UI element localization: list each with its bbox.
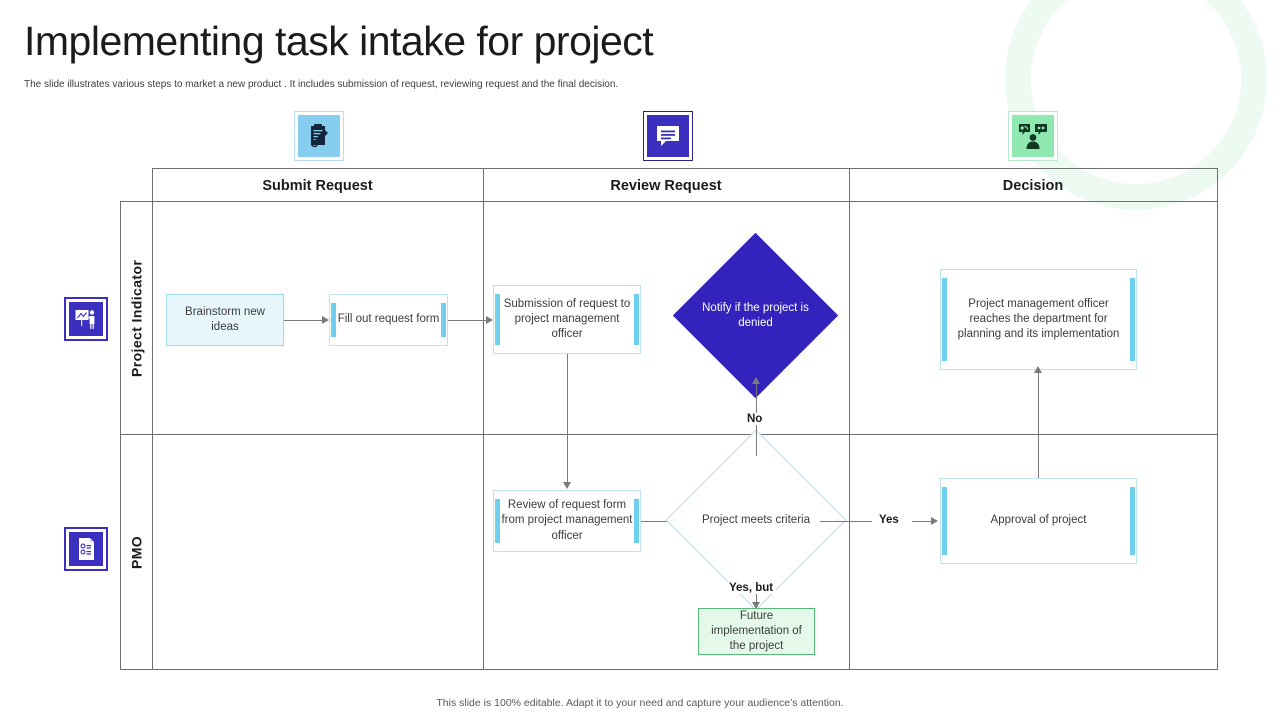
arrowhead-criteria-to-future (751, 602, 760, 609)
grid-line-lane-label (152, 168, 153, 670)
grid-line-col2-col3 (849, 168, 850, 670)
node-review-of-request-form[interactable]: Review of request form from project mana… (493, 490, 641, 552)
connector-criteria-to-approval (820, 521, 872, 522)
decision-notify-if-denied[interactable]: Notify if the project is denied (672, 232, 839, 399)
presentation-board-icon (64, 297, 108, 341)
edge-label-yes: Yes (876, 514, 902, 526)
connector-fillform-to-submission (448, 320, 486, 321)
arrowhead-yes-to-approval (931, 516, 938, 525)
page-subtitle: The slide illustrates various steps to m… (24, 79, 619, 90)
connector-review-to-criteria (641, 521, 679, 522)
arrowhead-criteria-to-notify (751, 377, 760, 384)
node-future-implementation[interactable]: Future implementation of the project (698, 608, 815, 655)
grid-line-left (120, 201, 121, 670)
node-brainstorm-new-ideas[interactable]: Brainstorm new ideas (166, 294, 284, 346)
arrowhead-submission-to-review (562, 482, 571, 489)
connector-brainstorm-to-fillform (284, 320, 322, 321)
node-approval-of-project[interactable]: Approval of project (940, 478, 1137, 564)
connector-submission-to-review (567, 354, 568, 484)
lane-label-pmo: PMO (128, 535, 145, 569)
edge-label-yes-but: Yes, but (726, 582, 777, 594)
grid-line-header-top (152, 168, 1218, 169)
column-header-review-request: Review Request (610, 178, 722, 194)
page-title: Implementing task intake for project (24, 18, 654, 64)
arrowhead-brainstorm-to-fillform (322, 315, 329, 324)
lane-label-project-indicator: Project Indicator (128, 259, 145, 377)
node-fill-out-request-form[interactable]: Fill out request form (329, 294, 448, 346)
arrowhead-fillform-to-submission (486, 315, 493, 324)
connector-criteria-to-future (756, 584, 757, 608)
decision-criteria-label: Project meets criteria (701, 513, 810, 526)
grid-line-right (1217, 168, 1218, 670)
connector-yes-to-approval (912, 521, 931, 522)
arrowhead-approval-to-pmo-reaches (1033, 366, 1042, 373)
grid-line-header-bottom (120, 201, 1218, 202)
node-pmo-reaches-department[interactable]: Project management officer reaches the d… (940, 269, 1137, 370)
clipboard-pen-icon (294, 111, 344, 161)
grid-line-bottom (120, 669, 1218, 670)
speech-bubble-glyph (657, 126, 679, 146)
edge-label-no: No (744, 413, 766, 425)
decision-project-meets-criteria[interactable]: Project meets criteria (665, 429, 847, 611)
decision-notify-label: Notify if the project is denied (702, 301, 809, 329)
clipboard-pen-glyph (310, 124, 328, 148)
people-discussion-glyph (1019, 124, 1047, 149)
node-submission-of-request[interactable]: Submission of request to project managem… (493, 285, 641, 354)
presentation-board-glyph (75, 310, 95, 329)
document-checklist-glyph (79, 538, 94, 560)
column-header-submit-request: Submit Request (262, 178, 373, 194)
people-discussion-icon (1008, 111, 1058, 161)
footer-note: This slide is 100% editable. Adapt it to… (436, 697, 844, 709)
speech-bubble-icon (643, 111, 693, 161)
connector-approval-to-pmo-reaches (1038, 373, 1039, 478)
grid-line-lane-separator (120, 434, 1218, 435)
grid-line-col1-col2 (483, 168, 484, 670)
document-checklist-icon (64, 527, 108, 571)
column-header-decision: Decision (1002, 178, 1064, 194)
